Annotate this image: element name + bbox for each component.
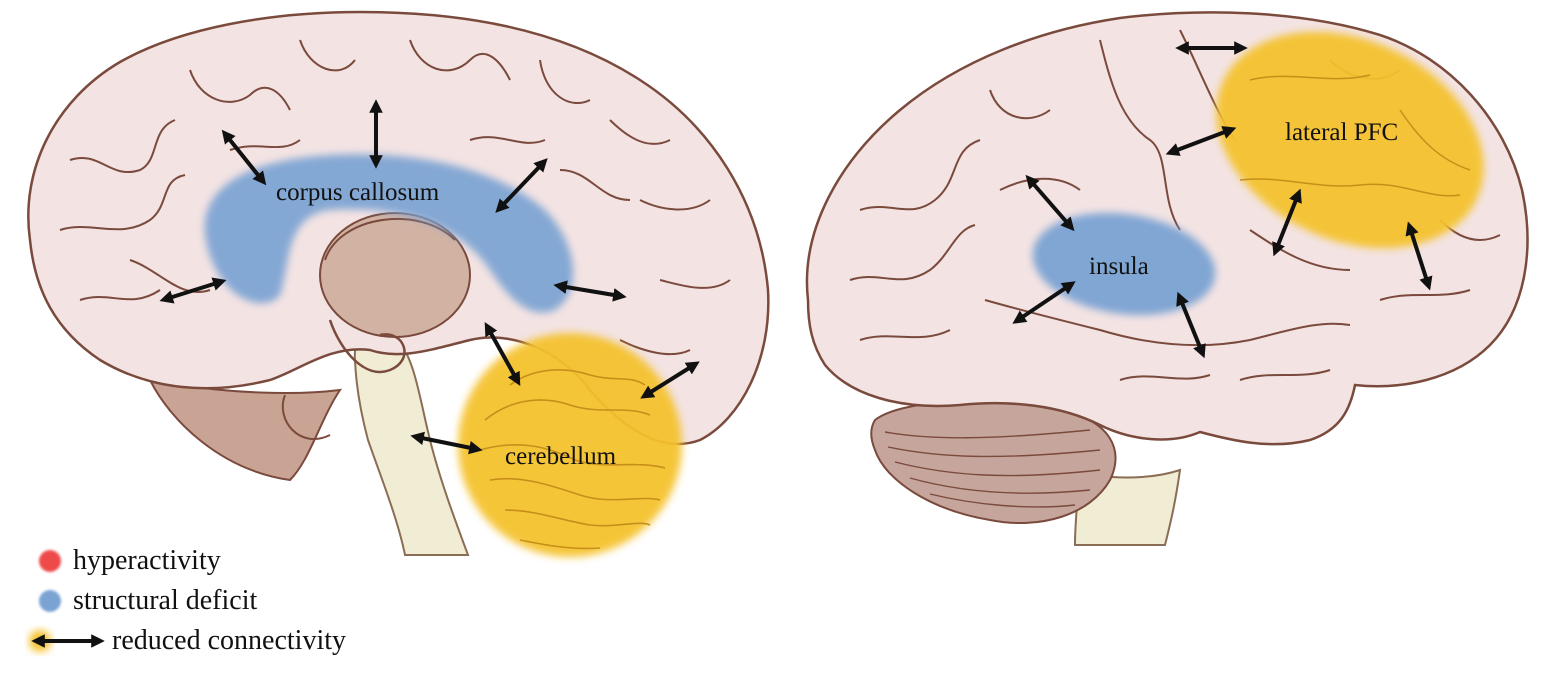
connectivity-arrows-lateral — [1012, 41, 1433, 359]
thalamus — [319, 212, 471, 338]
cerebellum-lateral-folia — [884, 429, 1101, 508]
corpus-callosum-region — [204, 154, 574, 313]
connectivity-arrows-medial — [159, 99, 700, 455]
insula-region — [1032, 212, 1216, 316]
legend-label-hyperactivity: hyperactivity — [73, 545, 221, 576]
legend-label-reduced-connectivity: reduced connectivity — [112, 625, 347, 656]
legend-item-hyperactivity: hyperactivity — [35, 543, 221, 579]
lateral-pfc-label: lateral PFC — [1285, 119, 1399, 146]
cerebellum-label: cerebellum — [505, 443, 617, 470]
cerebellum-folia — [479, 369, 666, 550]
legend-connectivity-icon — [29, 630, 105, 652]
cerebellum-region — [458, 333, 682, 557]
hyperactivity-dot-icon — [35, 546, 65, 576]
inner-lower-tissue — [148, 378, 343, 482]
insula-label: insula — [1089, 253, 1149, 280]
lateral-brain-view — [805, 11, 1529, 546]
legend-item-reduced-connectivity: reduced connectivity — [112, 623, 346, 659]
medial-brain-view — [27, 10, 770, 557]
legend-label-structural-deficit: structural deficit — [73, 585, 258, 616]
pfc-sulci — [1239, 74, 1471, 197]
legend-item-structural-deficit: structural deficit — [35, 583, 257, 619]
corpus-callosum-label: corpus callosum — [276, 179, 440, 206]
structural-deficit-dot-icon — [35, 586, 65, 616]
